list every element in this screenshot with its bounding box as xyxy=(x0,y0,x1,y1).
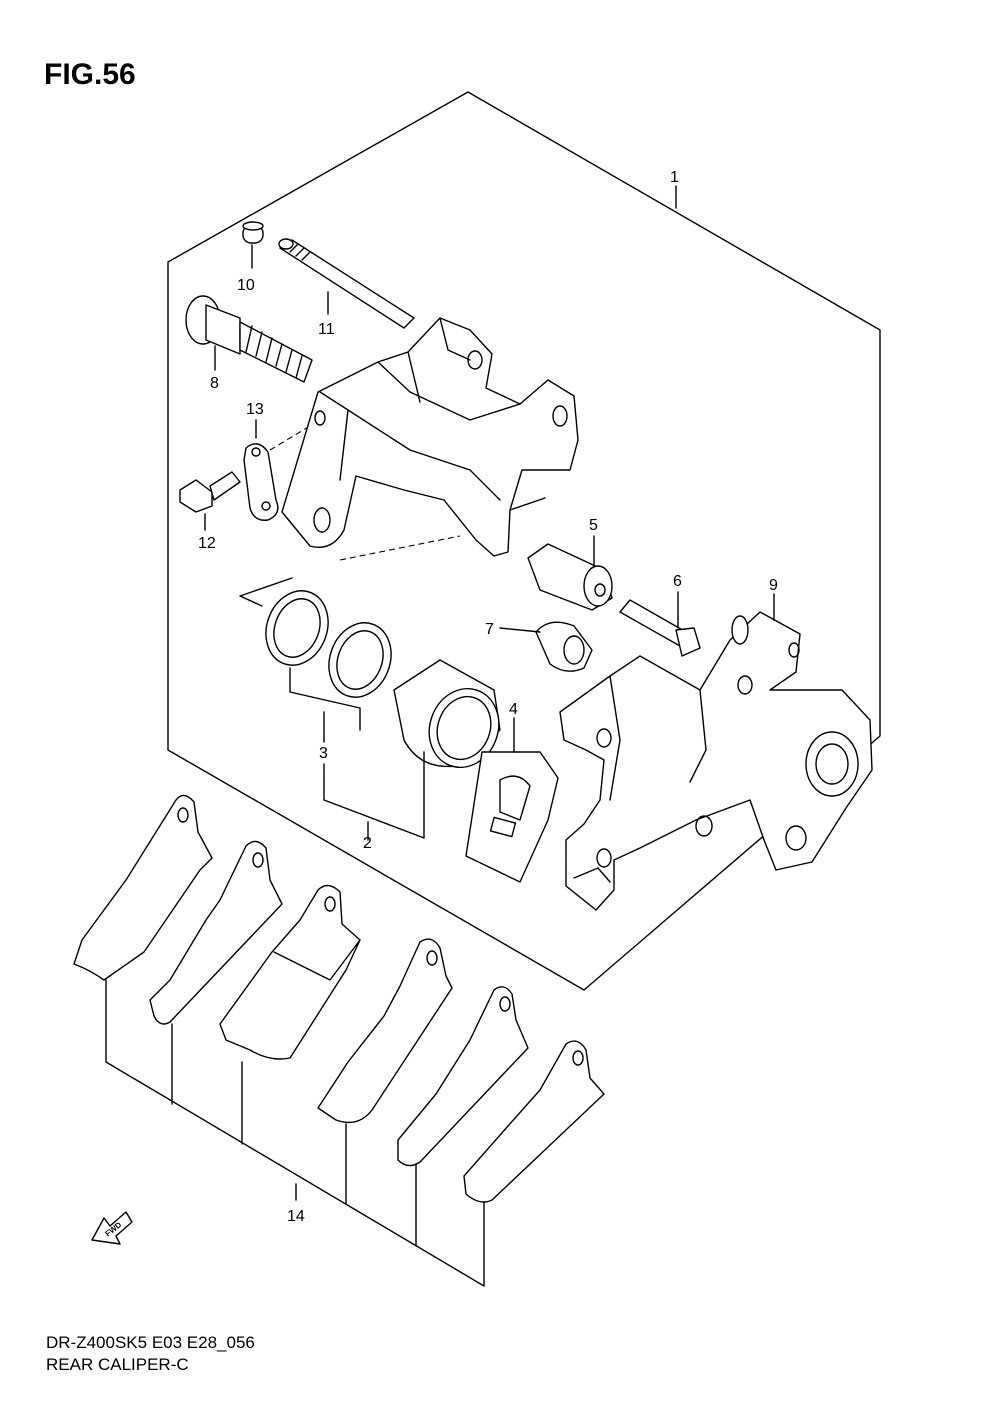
diagram-code: DR-Z400SK5 E03 E28_056 xyxy=(46,1333,255,1352)
part-9-bracket[interactable] xyxy=(559,593,873,911)
part-10-cap[interactable] xyxy=(242,221,264,269)
callout-3: 3 xyxy=(319,745,328,762)
part-3-seals[interactable] xyxy=(256,582,401,785)
callout-10: 10 xyxy=(237,277,255,294)
figure-title: FIG.56 xyxy=(44,58,136,91)
callout-5: 5 xyxy=(589,517,598,534)
part-5-sleeve[interactable] xyxy=(527,535,613,611)
part-6-pin[interactable] xyxy=(619,591,701,657)
callout-7: 7 xyxy=(485,621,494,638)
part-2-piston[interactable] xyxy=(323,659,510,841)
callout-4: 4 xyxy=(509,701,518,718)
part-7-boot[interactable] xyxy=(499,621,593,672)
part-11-pin[interactable] xyxy=(278,238,415,329)
callout-8: 8 xyxy=(210,375,219,392)
part-4-clip[interactable] xyxy=(465,717,559,883)
callout-2: 2 xyxy=(363,835,372,852)
diagram-name: REAR CALIPER-C xyxy=(46,1355,189,1374)
caliper-body[interactable] xyxy=(281,317,579,557)
figure-footer: DR-Z400SK5 E03 E28_056 REAR CALIPER-C xyxy=(46,1332,255,1376)
callout-12: 12 xyxy=(198,535,216,552)
callout-14: 14 xyxy=(287,1208,305,1225)
fwd-arrow-icon: FWD xyxy=(91,1211,133,1245)
callout-1: 1 xyxy=(670,169,679,186)
callout-9: 9 xyxy=(769,577,778,594)
callout-13: 13 xyxy=(246,401,264,418)
part-12-bleeder[interactable] xyxy=(179,471,241,531)
callout-6: 6 xyxy=(673,573,682,590)
part-14-pads[interactable] xyxy=(73,794,605,1287)
part-8-bolt[interactable] xyxy=(185,295,313,383)
part-13-plate[interactable] xyxy=(243,419,321,521)
callout-11: 11 xyxy=(318,321,335,338)
assembly-frame xyxy=(167,91,881,991)
